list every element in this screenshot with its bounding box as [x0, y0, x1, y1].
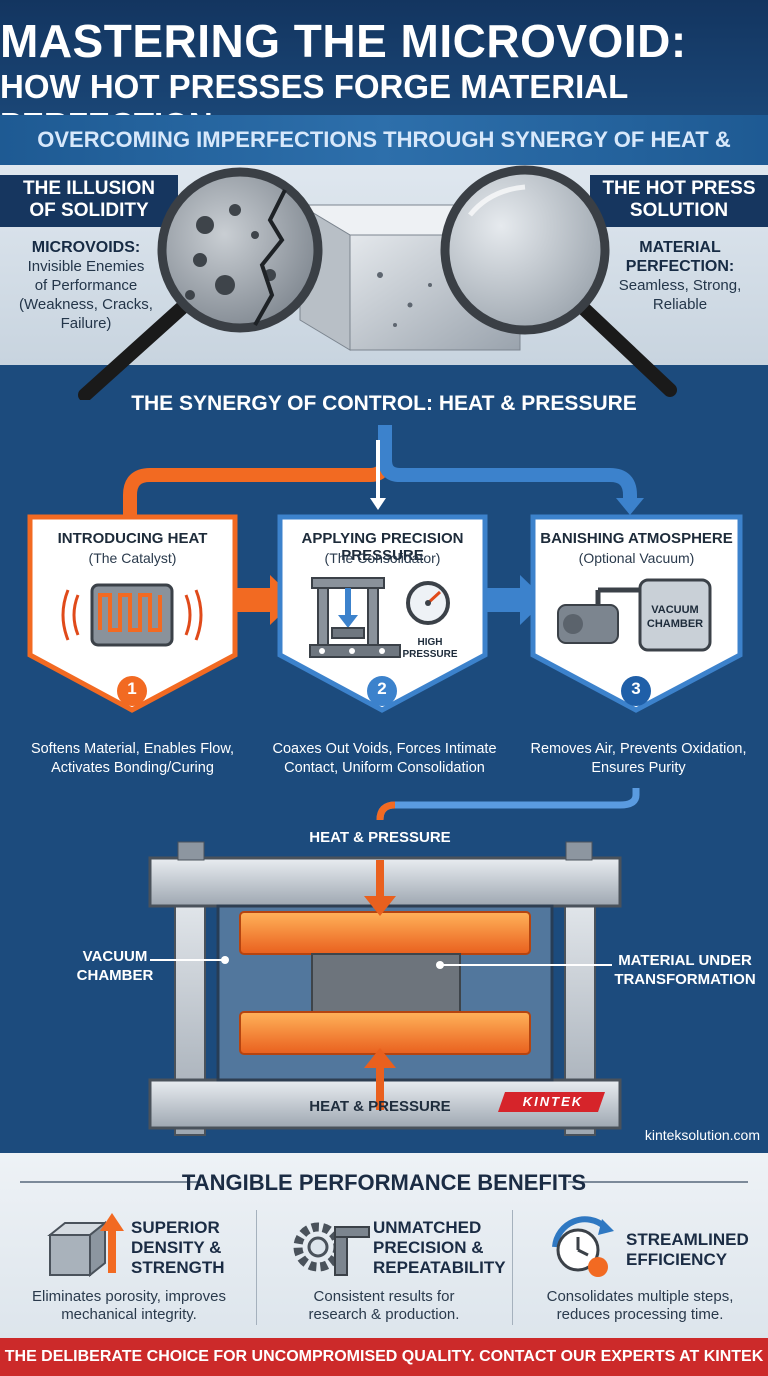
step-card-pressure [277, 514, 488, 713]
gauge-label: HIGH PRESSURE [402, 637, 458, 660]
kintek-logo: KINTEK [522, 1094, 584, 1109]
press-bottom-label: HEAT & PRESSURE [309, 1098, 451, 1115]
benefit-title-3: STREAMLINED EFFICIENCY [626, 1230, 749, 1269]
step-number-badge-3 [621, 676, 651, 706]
benefit-desc-2: Consistent results for research & produc… [308, 1288, 460, 1323]
header [0, 0, 768, 115]
step-subtitle-2: (The Consolidator) [324, 550, 441, 566]
material-label: MATERIAL UNDER TRANSFORMATION [614, 952, 756, 988]
page-subtitle: OVERCOMING IMPERFECTIONS THROUGH SYNERGY… [0, 115, 768, 202]
density-cube-icon [47, 1213, 124, 1278]
step-subtitle-3: (Optional Vacuum) [578, 550, 695, 566]
clock-cycle-icon [552, 1216, 614, 1277]
left-heading: THE ILLUSION OF SOLIDITY [23, 178, 155, 221]
step-desc-3: Removes Air, Prevents Oxidation, Ensures… [530, 741, 747, 776]
heat-flow-arrow [123, 425, 392, 515]
flow-arrowhead-center [370, 498, 386, 510]
step-number-2: 2 [377, 679, 387, 698]
vacuum-pump-icon [557, 578, 712, 652]
benefit-desc-3: Consolidates multiple steps, reduces pro… [546, 1288, 734, 1323]
step-card-vacuum [530, 514, 743, 713]
step-title-1: INTRODUCING HEAT [57, 530, 208, 547]
benefits-divider-left [20, 1181, 200, 1183]
benefit-title-1: SUPERIOR DENSITY & STRENGTH [131, 1218, 225, 1277]
benefits-title: TANGIBLE PERFORMANCE BENEFITS [181, 1170, 587, 1195]
pressure-gauge-icon [406, 581, 450, 625]
kintek-badge [498, 1092, 605, 1112]
magnifier-left-icon [78, 167, 323, 400]
vacuum-chamber-label: VACUUM CHAMBER [76, 948, 154, 984]
pressure-flow-arrow [378, 425, 637, 500]
right-description: MATERIAL PERFECTION: Seamless, Strong, R… [618, 239, 742, 313]
step-title-2: APPLYING PRECISION PRESSURE [301, 530, 464, 564]
magnifier-illustration [78, 165, 677, 400]
benefits-section [0, 1153, 768, 1338]
upper-heated-platen [239, 911, 531, 955]
benefit-desc-1: Eliminates porosity, improves mechanical… [32, 1288, 226, 1323]
process-flow-diagram [27, 425, 743, 820]
website-link[interactable]: kinteksolution.com [644, 1127, 760, 1143]
benefits-separator-2 [512, 1210, 513, 1325]
heating-coil-icon [61, 583, 203, 647]
page-title-line1: MASTERING THE MICROVOID: [0, 15, 687, 67]
left-description: MICROVOIDS: Invisible Enemies of Perform… [19, 239, 153, 332]
process-title: THE SYNERGY OF CONTROL: HEAT & PRESSURE [131, 392, 637, 415]
benefits-separator-1 [256, 1210, 257, 1325]
step-number-3: 3 [631, 679, 641, 698]
benefit-icons [47, 1213, 614, 1278]
press-connector [376, 788, 640, 820]
step-number-badge-1 [117, 676, 147, 706]
hydraulic-press-icon [309, 577, 401, 658]
magnifier-right-icon [440, 165, 677, 397]
right-heading: THE HOT PRESS SOLUTION [602, 178, 756, 221]
gear-caliper-icon [293, 1222, 370, 1276]
footer-cta[interactable]: THE DELIBERATE CHOICE FOR UNCOMPROMISED … [0, 1338, 768, 1376]
right-heading-box [590, 175, 768, 227]
hot-press-diagram [148, 841, 622, 1136]
step-desc-1: Softens Material, Enables Flow, Activate… [30, 741, 235, 776]
left-heading-box [0, 175, 178, 227]
flow-arrowhead-right [616, 498, 644, 515]
lower-heated-platen [239, 1011, 531, 1055]
material-sample [311, 953, 461, 1013]
step-title-3: BANISHING ATMOSPHERE [540, 530, 733, 547]
step-subtitle-1: (The Catalyst) [88, 550, 177, 566]
chamber-label: VACUUM CHAMBER [646, 604, 704, 630]
benefit-title-2: UNMATCHED PRECISION & REPEATABILITY [373, 1218, 506, 1277]
benefits-divider-right [568, 1181, 748, 1183]
press-top-label: HEAT & PRESSURE [309, 829, 451, 846]
step-number-1: 1 [127, 679, 137, 698]
step-number-badge-2 [367, 676, 397, 706]
step-desc-2: Coaxes Out Voids, Forces Intimate Contac… [272, 741, 497, 776]
